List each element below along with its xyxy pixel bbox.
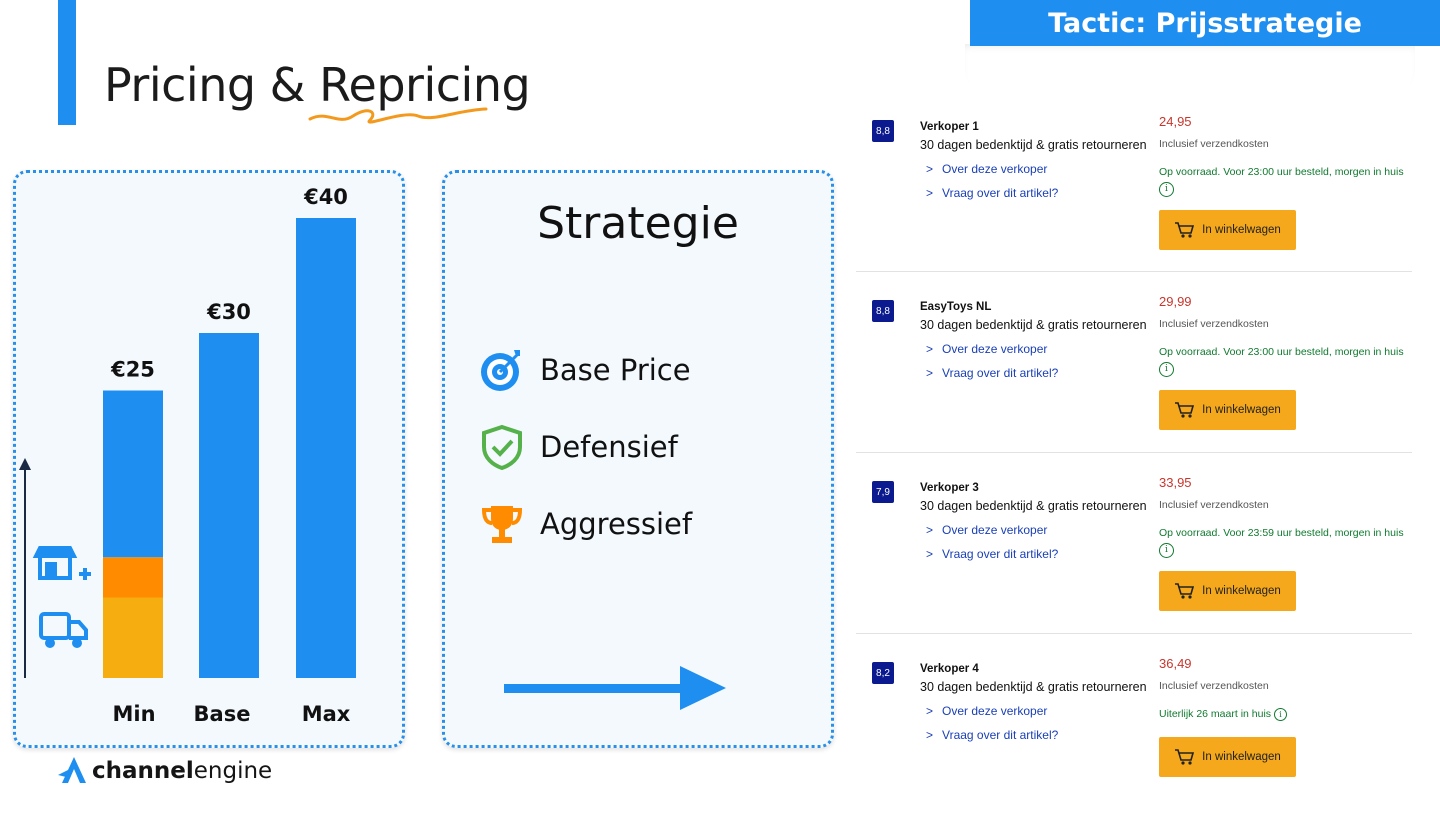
strategy-item-label: Defensief xyxy=(540,430,678,464)
title-underline-squiggle xyxy=(308,107,488,124)
strategy-item-label: Base Price xyxy=(540,353,691,387)
offer-item: 8,8 EasyToys NL 30 dagen bedenktijd & gr… xyxy=(856,280,1412,460)
returns-text: 30 dagen bedenktijd & gratis retourneren xyxy=(920,138,1147,152)
offer-item: 8,8 Verkoper 1 30 dagen bedenktijd & gra… xyxy=(856,100,1412,280)
offer-price: 24,95 xyxy=(1159,114,1192,129)
delivery-text: Uiterlijk 26 maart in huis i xyxy=(1159,708,1287,721)
seller-name[interactable]: EasyToys NL xyxy=(920,301,992,313)
strategy-arrow xyxy=(504,666,726,710)
offer-item: 7,9 Verkoper 3 30 dagen bedenktijd & gra… xyxy=(856,461,1412,641)
logo-text-bold: channel xyxy=(92,758,194,784)
returns-text: 30 dagen bedenktijd & gratis retourneren xyxy=(920,318,1147,332)
info-icon[interactable]: i xyxy=(1273,708,1287,721)
about-seller-link[interactable]: >Over deze verkoper xyxy=(926,342,1048,356)
strategy-item-defensief: Defensief xyxy=(478,423,678,471)
stock-text: Op voorraad. Voor 23:00 uur besteld, mor… xyxy=(1159,346,1404,358)
category-label-base: Base xyxy=(193,702,251,726)
truck-icon xyxy=(39,612,88,648)
strategy-item-base-price: Base Price xyxy=(478,346,691,394)
shipping-text: Inclusief verzendkosten xyxy=(1159,680,1269,692)
offer-divider xyxy=(856,452,1412,453)
tactic-banner: Tactic: Prijsstrategie xyxy=(970,0,1440,46)
trophy-icon xyxy=(481,506,523,543)
offer-item: 8,2 Verkoper 4 30 dagen bedenktijd & gra… xyxy=(856,642,1412,822)
returns-text: 30 dagen bedenktijd & gratis retourneren xyxy=(920,680,1147,694)
seller-name[interactable]: Verkoper 1 xyxy=(920,121,979,133)
chevron-right-icon: > xyxy=(926,547,934,561)
strategy-item-aggressief: Aggressief xyxy=(478,500,692,548)
about-seller-link[interactable]: >Over deze verkoper xyxy=(926,704,1048,718)
shipping-text: Inclusief verzendkosten xyxy=(1159,138,1269,150)
bar-segment-margin xyxy=(103,390,163,558)
cart-icon xyxy=(1175,222,1195,238)
chevron-right-icon: > xyxy=(926,523,934,537)
tactic-shadow xyxy=(965,44,1415,96)
about-seller-link[interactable]: >Over deze verkoper xyxy=(926,162,1048,176)
add-to-cart-button[interactable]: In winkelwagen xyxy=(1159,571,1296,611)
target-icon xyxy=(481,350,520,391)
rating-badge: 7,9 xyxy=(872,481,894,503)
stock-text: Op voorraad. Voor 23:59 uur besteld, mor… xyxy=(1159,527,1404,539)
chevron-right-icon: > xyxy=(926,728,934,742)
shield-check-icon xyxy=(482,424,522,471)
title-accent-bar xyxy=(58,0,76,125)
chevron-right-icon: > xyxy=(926,704,934,718)
offer-price: 33,95 xyxy=(1159,475,1192,490)
info-icon[interactable]: i xyxy=(1159,362,1174,377)
chevron-right-icon: > xyxy=(926,342,934,356)
cart-icon xyxy=(1175,583,1195,599)
chevron-right-icon: > xyxy=(926,366,934,380)
rating-badge: 8,8 xyxy=(872,120,894,142)
bar-segment-shipping-cost xyxy=(103,597,163,678)
bar-base xyxy=(199,333,259,678)
logo-mark-icon xyxy=(58,757,86,783)
info-icon[interactable]: i xyxy=(1159,182,1174,197)
y-axis-arrowhead xyxy=(19,458,31,470)
shipping-text: Inclusief verzendkosten xyxy=(1159,318,1269,330)
store-add-icon xyxy=(32,546,91,580)
add-to-cart-button[interactable]: In winkelwagen xyxy=(1159,390,1296,430)
offer-price: 36,49 xyxy=(1159,656,1192,671)
offer-list: 8,8 Verkoper 1 30 dagen bedenktijd & gra… xyxy=(856,100,1416,810)
add-to-cart-button[interactable]: In winkelwagen xyxy=(1159,210,1296,250)
page-title: Pricing & Repricing xyxy=(104,58,531,112)
question-link[interactable]: >Vraag over dit artikel? xyxy=(926,547,1059,561)
stock-text: Op voorraad. Voor 23:00 uur besteld, mor… xyxy=(1159,166,1404,178)
bar-value-label: €25 xyxy=(110,358,155,382)
about-seller-link[interactable]: >Over deze verkoper xyxy=(926,523,1048,537)
bars-group: €25 €30 €40 xyxy=(103,185,356,678)
question-link[interactable]: >Vraag over dit artikel? xyxy=(926,728,1059,742)
chevron-right-icon: > xyxy=(926,186,934,200)
shipping-text: Inclusief verzendkosten xyxy=(1159,499,1269,511)
seller-name[interactable]: Verkoper 3 xyxy=(920,482,979,494)
price-bar-chart: €25 €30 €40 xyxy=(19,185,356,678)
returns-text: 30 dagen bedenktijd & gratis retourneren xyxy=(920,499,1147,513)
bar-segment-platform-fee xyxy=(103,557,163,598)
seller-name[interactable]: Verkoper 4 xyxy=(920,663,979,675)
rating-badge: 8,8 xyxy=(872,300,894,322)
bar-value-label: €40 xyxy=(303,185,348,209)
add-to-cart-button[interactable]: In winkelwagen xyxy=(1159,737,1296,777)
bar-value-label: €30 xyxy=(206,300,251,324)
category-label-max: Max xyxy=(301,702,351,726)
cart-icon xyxy=(1175,402,1195,418)
category-label-min: Min xyxy=(112,702,156,726)
strategy-item-label: Aggressief xyxy=(540,507,693,541)
question-link[interactable]: >Vraag over dit artikel? xyxy=(926,186,1059,200)
logo-text-light: engine xyxy=(193,758,273,784)
offer-divider xyxy=(856,271,1412,272)
cart-icon xyxy=(1175,749,1195,765)
info-icon[interactable]: i xyxy=(1159,543,1174,558)
strategy-title: Strategie xyxy=(537,198,739,249)
bar-max xyxy=(296,218,356,678)
chevron-right-icon: > xyxy=(926,162,934,176)
rating-badge: 8,2 xyxy=(872,662,894,684)
offer-divider xyxy=(856,633,1412,634)
offer-price: 29,99 xyxy=(1159,294,1192,309)
question-link[interactable]: >Vraag over dit artikel? xyxy=(926,366,1059,380)
strategy-panel xyxy=(442,170,834,748)
